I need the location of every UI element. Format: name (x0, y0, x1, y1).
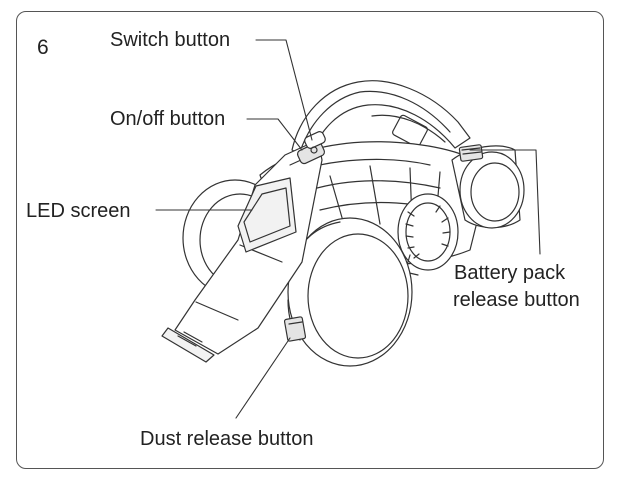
led-screen-part (237, 177, 297, 253)
dust-release-latch (283, 316, 307, 342)
carry-handle (291, 80, 471, 161)
onoff-leader-line (246, 118, 303, 151)
page-number: 6 (37, 36, 49, 59)
cyclone-vent (397, 193, 459, 276)
dust-release-label: Dust release button (140, 428, 314, 450)
figure-frame (16, 11, 604, 469)
switch-leader-line (255, 39, 313, 141)
control-buttons (296, 131, 326, 165)
onoff-button-label: On/off button (110, 108, 226, 130)
dust-leader-line (235, 337, 291, 419)
battery-pack-label-line1: Battery pack (454, 262, 566, 284)
battery-pack-label-line2: release button (453, 289, 580, 311)
switch-button-label: Switch button (110, 29, 231, 51)
battery-leader-line (469, 149, 541, 255)
battery-end-cap (451, 144, 525, 229)
leader-lines (155, 39, 541, 419)
led-screen-label: LED screen (26, 200, 131, 222)
